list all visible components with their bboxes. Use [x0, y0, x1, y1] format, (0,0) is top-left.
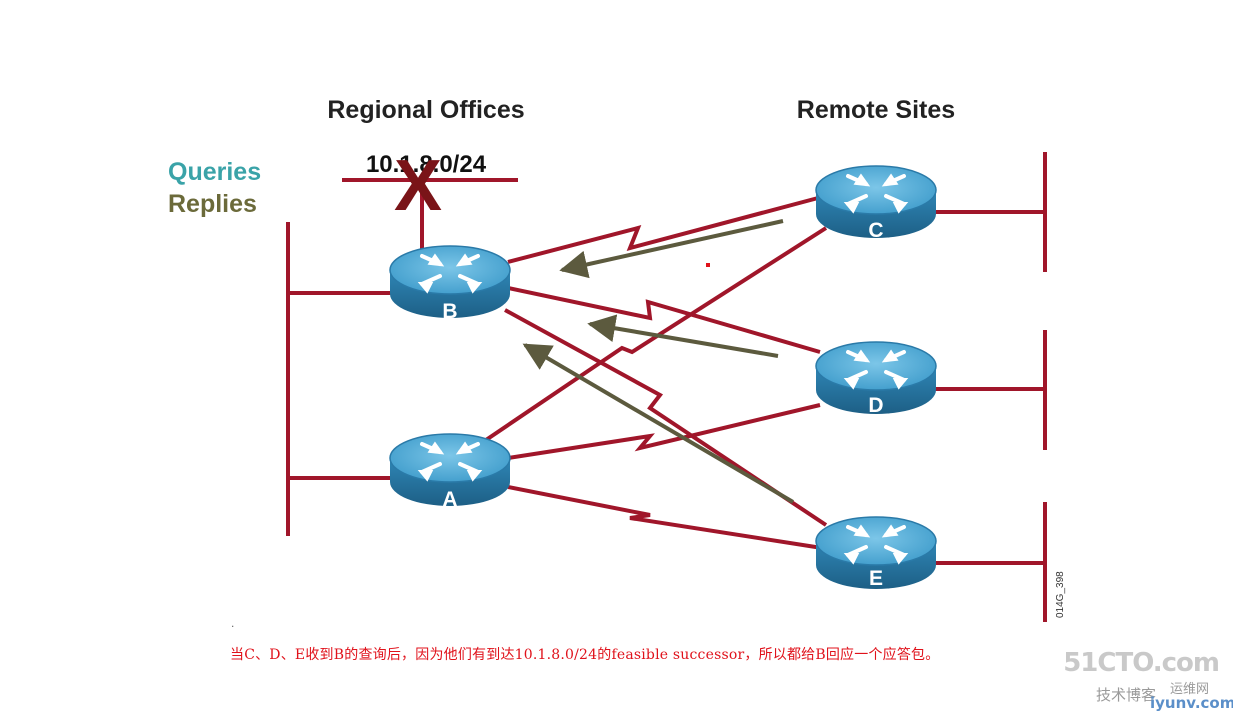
subnet-label: 10.1.8.0/24 — [366, 151, 487, 178]
router-c-label: C — [868, 219, 883, 242]
router-c: C — [815, 165, 937, 242]
remote-lan-e — [932, 502, 1047, 622]
regional-lan-bus — [286, 222, 392, 536]
link-b-c — [507, 196, 819, 264]
router-b: B — [389, 245, 511, 323]
link-a-e — [507, 485, 823, 550]
remote-lan-c — [932, 152, 1047, 272]
router-e: E — [815, 516, 937, 590]
link-b-e — [504, 308, 828, 527]
caption-text: 当C、D、E收到B的查询后，因为他们有到达10.1.8.0/24的feasibl… — [230, 647, 940, 663]
remote-lan-d — [932, 330, 1047, 450]
red-dot-marker — [706, 263, 710, 267]
router-d-label: D — [868, 394, 883, 417]
watermark-url: iyunv.com — [1150, 694, 1233, 712]
watermark-brand: 51CTO.com — [1063, 648, 1220, 678]
link-b-d — [507, 286, 821, 354]
link-a-c — [481, 226, 828, 444]
reply-arrow-c-to-b — [559, 219, 784, 279]
watermark-left-text: 技术博客 — [1096, 686, 1157, 704]
subnet-segment — [342, 178, 518, 250]
regional-offices-heading: Regional Offices — [327, 96, 524, 124]
reply-arrow-e-to-b — [522, 343, 795, 504]
watermark-right-text: 运维网 — [1170, 682, 1210, 697]
router-e-label: E — [869, 567, 883, 590]
legend-queries: Queries — [168, 158, 261, 186]
figure-code: 014G_398 — [1055, 571, 1066, 618]
router-a-label: A — [442, 488, 457, 511]
failure-x-marker: X — [394, 146, 442, 226]
small-dot: . — [231, 616, 235, 630]
router-b-label: B — [442, 300, 457, 323]
reply-arrow-d-to-b — [587, 314, 779, 358]
router-d: D — [815, 341, 937, 417]
remote-sites-heading: Remote Sites — [797, 96, 955, 124]
link-a-d — [507, 403, 821, 460]
legend-replies: Replies — [168, 190, 257, 218]
router-a: A — [389, 433, 511, 511]
